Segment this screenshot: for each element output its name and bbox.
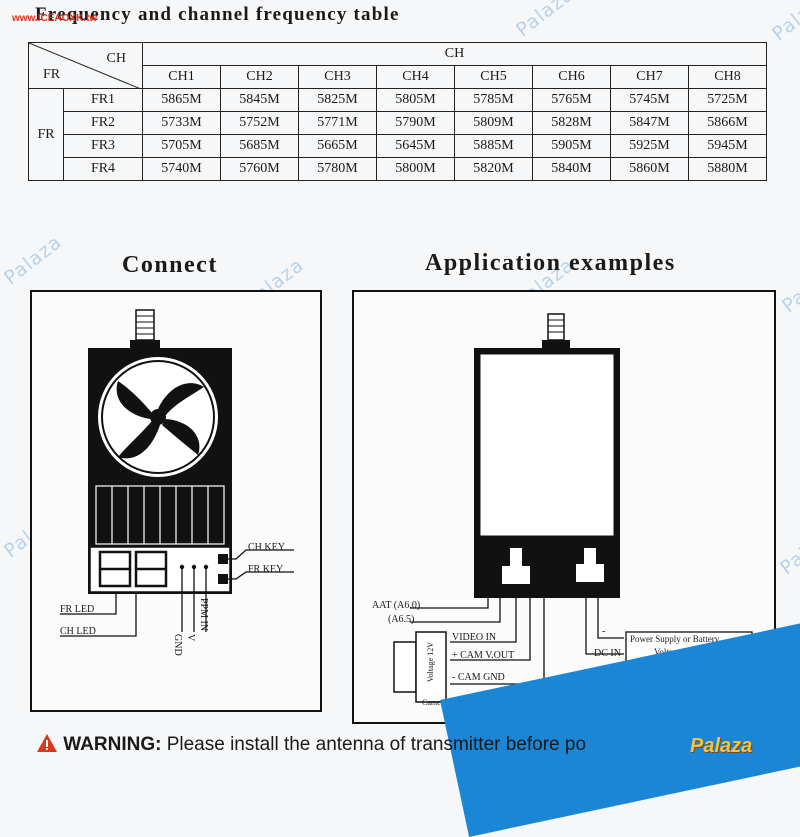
frequency-cell: 5828M [532,111,611,135]
frequency-cell: 5865M [142,88,221,112]
frequency-cell: 5765M [532,88,611,112]
channel-header: CH7 [610,65,689,89]
ch-key-label: CH KEY [248,542,285,553]
frequency-cell: 5885M [454,134,533,158]
heat-sink [95,485,225,545]
watermark: Palaza [512,0,579,42]
frequency-cell: 5820M [454,157,533,181]
corner-fr-label: FR [43,67,61,82]
ch-group-header: CH [142,42,767,66]
frequency-cell: 5733M [142,111,221,135]
row-label: FR4 [63,157,143,181]
cam-gnd-label: - CAM GND [452,672,505,683]
fr-group-header: FR [28,88,64,181]
fr-key-button [218,574,228,584]
frequency-cell: 5780M [298,157,377,181]
gnd-label: GND [172,634,183,656]
frequency-cell: 5645M [376,134,455,158]
frequency-cell: 5866M [688,111,767,135]
warning-icon [37,734,57,752]
frequency-cell: 5925M [610,134,689,158]
camera-icon [393,631,447,703]
application-diagram [393,313,753,703]
channel-header: CH5 [454,65,533,89]
frequency-cell: 5800M [376,157,455,181]
frequency-cell: 5705M [142,134,221,158]
watermark: Palaza [776,520,800,580]
video-in-label: VIDEO IN [452,632,497,643]
frequency-cell: 5825M [298,88,377,112]
channel-header: CH3 [298,65,377,89]
frequency-cell: 5905M [532,134,611,158]
antenna-icon [542,313,570,348]
minus-label: - [602,626,606,637]
ppm-in-label: PPM IN [198,598,209,632]
frequency-cell: 5790M [376,111,455,135]
frequency-cell: 5760M [220,157,299,181]
frequency-cell: 5740M [142,157,221,181]
warning-label: WARNING: [63,734,162,755]
connect-panel: CH KEY FR KEY FR LED CH LED GND V PPM IN [30,290,322,712]
antenna-icon [130,309,160,348]
channel-header: CH8 [688,65,767,89]
row-label: FR2 [63,111,143,135]
aat-label-2: (A6.5) [388,614,415,625]
seven-segment-display [98,550,168,588]
page-title: Frequency and channel frequency table [35,4,400,25]
frequency-cell: 5752M [220,111,299,135]
aat-label-1: AAT (A6.0) [372,600,421,611]
channel-header: CH6 [532,65,611,89]
power-supply-label: Power Supply or Battery [630,634,720,644]
cam-vout-label: + CAM V.OUT [452,650,515,661]
fr-led-label: FR LED [60,604,95,615]
ch-key-button [218,554,228,564]
frequency-cell: 5860M [610,157,689,181]
frequency-cell: 5771M [298,111,377,135]
frequency-cell: 5847M [610,111,689,135]
frequency-cell: 5809M [454,111,533,135]
warning-text: Please install the antenna of transmitte… [161,734,587,755]
fr-key-label: FR KEY [248,564,284,575]
channel-header: CH4 [376,65,455,89]
voltage-label: Voltage 12V [426,642,435,683]
frequency-cell: 5840M [532,157,611,181]
frequency-cell: 5945M [688,134,767,158]
logo: Palaza [690,735,753,757]
camera-label: Camera [422,698,447,707]
row-label: FR1 [63,88,143,112]
site-watermark: www.ICEAOXK.tw [12,13,98,24]
connect-title: Connect [122,252,218,278]
corner-cell: CH FR [28,42,143,89]
frequency-cell: 5805M [376,88,455,112]
frequency-cell: 5665M [298,134,377,158]
frequency-cell: 5785M [454,88,533,112]
fan-icon [98,357,218,477]
dc-in-label: DC IN [594,648,621,659]
channel-header: CH1 [142,65,221,89]
corner-ch-label: CH [106,51,126,66]
frequency-cell: 5745M [610,88,689,112]
frequency-cell: 5880M [688,157,767,181]
row-label: FR3 [63,134,143,158]
v-label: V [185,634,196,642]
watermark: Palaza [0,230,67,290]
diagonal-line [29,43,141,89]
warning-banner: WARNING: Please install the antenna of t… [36,733,586,756]
watermark: Palaza [768,0,800,46]
frequency-cell: 5725M [688,88,767,112]
frequency-cell: 5845M [220,88,299,112]
connect-diagram [60,309,294,637]
watermark: Palaza [778,258,800,318]
ch-led-label: CH LED [60,626,96,637]
application-title: Application examples [425,250,676,276]
channel-header: CH2 [220,65,299,89]
frequency-cell: 5685M [220,134,299,158]
